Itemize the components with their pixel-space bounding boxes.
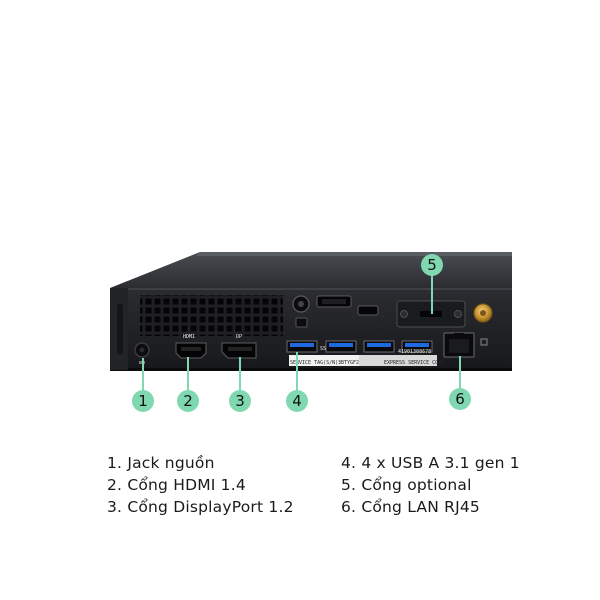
legend-item: 2. Cổng HDMI 1.4 [107,476,246,494]
callout-marker-1: 1 [132,390,154,412]
network-icon [480,338,488,346]
power-jack[interactable] [134,342,150,358]
callout-number: 3 [235,392,245,410]
optional-connector-slot[interactable] [316,295,352,308]
usb-port[interactable] [286,340,318,353]
service-tag-sticker [289,355,437,366]
usb-port[interactable] [401,340,433,353]
callout-number: 4 [292,392,302,410]
callout-marker-5: 5 [421,254,443,276]
service-tag-label: SERVICE TAG(S/N): [290,360,341,366]
lan-port[interactable] [443,332,475,358]
antenna-connector[interactable] [473,303,493,323]
callout-number: 5 [427,256,437,274]
legend-right-column: 4. 4 x USB A 3.1 gen 1 5. Cổng optional … [341,452,520,518]
kensington-lock[interactable] [292,295,310,313]
express-code-value: 41901308678 [398,349,431,355]
callout-number: 1 [138,392,148,410]
callout-marker-3: 3 [229,390,251,412]
usb-port-group [286,340,433,353]
chassis-top [110,252,512,288]
legend-item: 3. Cổng DisplayPort 1.2 [107,498,294,516]
usb-ss-label: SS [320,346,326,352]
callout-marker-4: 4 [286,390,308,412]
usb-port[interactable] [363,340,395,353]
service-tag-value: 3BTYGF2 [338,360,359,366]
legend-item: 4. 4 x USB A 3.1 gen 1 [341,454,520,472]
displayport-port-label: DP [236,334,242,340]
hdmi-port[interactable] [175,342,207,359]
padlock-loop [295,317,308,328]
vent-grille [140,295,283,336]
legend-item: 6. Cổng LAN RJ45 [341,498,480,516]
small-connector[interactable] [357,305,379,316]
callout-number: 6 [455,390,465,408]
legend-left-column: 1. Jack nguồn 2. Cổng HDMI 1.4 3. Cổng D… [107,452,294,518]
callout-marker-6: 6 [449,388,471,410]
express-code-label: EXPRESS SERVICE CODE [384,360,444,366]
callout-lines [142,274,461,392]
legend-item: 1. Jack nguồn [107,454,215,472]
legend-item: 5. Cổng optional [341,476,472,494]
usb-port[interactable] [325,340,357,353]
displayport-port[interactable] [221,342,257,359]
callout-number: 2 [183,392,193,410]
hdmi-port-label: HDMI [183,334,195,340]
callout-marker-2: 2 [177,390,199,412]
